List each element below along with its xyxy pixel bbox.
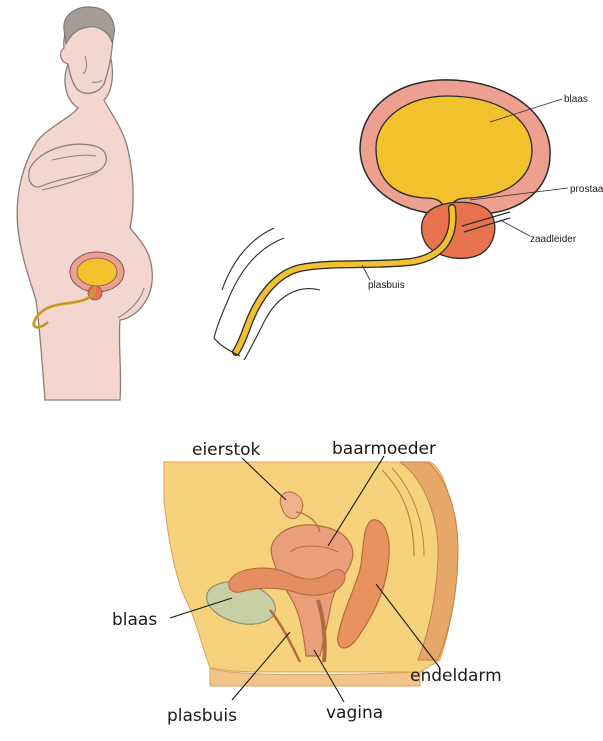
male-organ-detail: blaas prostaat zaadleider plasbuis bbox=[214, 80, 603, 360]
label-eierstok: eierstok bbox=[192, 440, 261, 460]
male-bladder-small bbox=[77, 258, 117, 286]
label-endeldarm: endeldarm bbox=[410, 666, 502, 686]
label-prostaat: prostaat bbox=[570, 184, 603, 195]
urethra bbox=[236, 208, 453, 352]
female-cross-section: eierstok baarmoeder blaas endeldarm plas… bbox=[112, 439, 502, 726]
label-zaadleider: zaadleider bbox=[530, 234, 577, 245]
label-blaas-female: blaas bbox=[112, 610, 157, 630]
label-plasbuis-male: plasbuis bbox=[368, 280, 405, 291]
label-vagina: vagina bbox=[326, 703, 383, 723]
label-plasbuis-female: plasbuis bbox=[167, 706, 237, 726]
label-baarmoeder: baarmoeder bbox=[332, 439, 436, 459]
prostate bbox=[422, 202, 495, 258]
label-blaas-male: blaas bbox=[564, 94, 588, 105]
male-figure bbox=[17, 7, 152, 400]
male-body-silhouette bbox=[17, 42, 152, 400]
